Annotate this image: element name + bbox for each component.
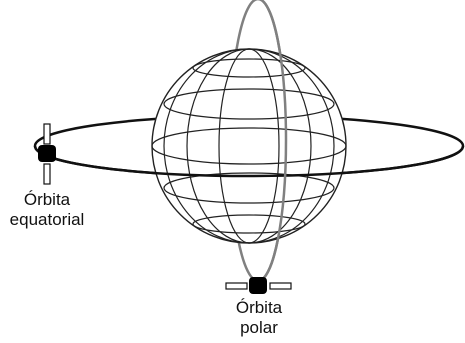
polar-label-line2: polar xyxy=(217,318,301,338)
satellite-icon xyxy=(226,277,291,294)
solar-panel-right xyxy=(270,283,291,289)
solar-panel-bottom xyxy=(44,164,50,184)
solar-panel-left xyxy=(226,283,247,289)
polar-label-line1: Órbita xyxy=(217,298,301,318)
equatorial-label-line2: equatorial xyxy=(0,210,94,230)
satellite-body xyxy=(249,277,267,294)
satellite-body xyxy=(38,145,56,162)
globe-outline xyxy=(152,49,346,243)
equatorial-label-line1: Órbita xyxy=(0,190,94,210)
equatorial-orbit-label: Órbita equatorial xyxy=(0,190,94,230)
solar-panel-top xyxy=(44,124,50,144)
earth-globe xyxy=(152,49,346,243)
polar-orbit-label: Órbita polar xyxy=(217,298,301,338)
